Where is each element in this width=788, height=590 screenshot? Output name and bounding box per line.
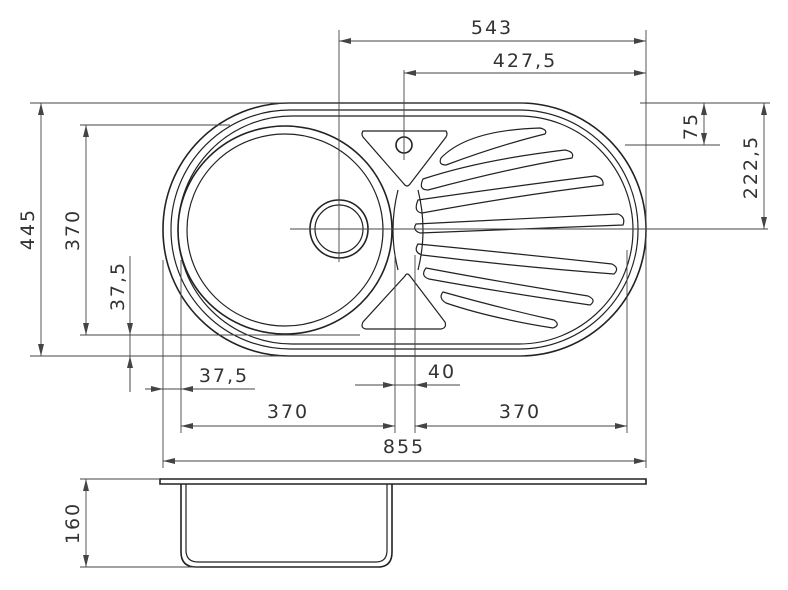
drainer-groove	[440, 291, 558, 329]
arrow	[415, 382, 427, 388]
arrow	[634, 38, 646, 44]
arrow	[634, 458, 646, 464]
arrow	[615, 423, 627, 429]
arrow	[38, 344, 44, 356]
drainer-grooves	[414, 127, 625, 329]
arrow	[761, 217, 767, 229]
arrow	[761, 103, 767, 115]
bowl-outer	[177, 125, 393, 335]
arrow	[151, 386, 163, 392]
dim-label-40: 40	[428, 361, 456, 383]
dim-label-75: 75	[680, 112, 702, 140]
dim-label-370-left: 370	[267, 401, 309, 423]
sink-plan-view	[162, 70, 768, 357]
arrow	[181, 386, 193, 392]
arrow	[181, 423, 193, 429]
arrow	[127, 356, 133, 368]
dim-label-37-vertical: 37,5	[107, 261, 129, 311]
dim-label-445: 445	[17, 208, 39, 250]
arrow	[701, 133, 707, 145]
dim-label-37-horizontal: 37,5	[199, 365, 249, 387]
arrow	[383, 382, 395, 388]
dimension-lines	[30, 30, 770, 568]
drainer-groove	[415, 243, 618, 275]
sink-outer-rim	[162, 102, 647, 357]
dim-label-543: 543	[471, 17, 513, 39]
side-bowl	[180, 484, 393, 568]
dim-label-222: 222,5	[740, 135, 762, 199]
bowl-inner	[186, 133, 384, 327]
arrow	[83, 323, 89, 335]
center-divider	[392, 189, 399, 271]
arrow	[634, 70, 646, 76]
dim-label-370-vertical: 370	[62, 209, 84, 251]
arrow	[83, 125, 89, 137]
arrow	[83, 555, 89, 567]
dim-label-427: 427,5	[493, 50, 557, 72]
arrow	[701, 103, 707, 115]
drainer-groove	[420, 149, 574, 191]
arrow	[83, 479, 89, 491]
arrow	[339, 38, 351, 44]
side-rim	[159, 478, 647, 485]
drainer-groove	[414, 213, 625, 234]
sink-side-view	[159, 478, 647, 568]
center-divider-2	[417, 189, 424, 271]
drainer-groove	[439, 127, 547, 166]
drainer-groove	[423, 267, 594, 306]
arrow	[127, 323, 133, 335]
arrow	[163, 458, 175, 464]
side-bowl-inner	[185, 484, 388, 563]
tap-deck	[361, 130, 448, 187]
arrow	[415, 423, 427, 429]
dimension-labels: 543 427,5 855 370 370 37,5 40 445 370 37…	[17, 17, 762, 544]
arrow	[383, 423, 395, 429]
arrow	[404, 70, 416, 76]
dim-label-370-right: 370	[499, 401, 541, 423]
arrow	[38, 103, 44, 115]
bottom-deck	[361, 273, 447, 330]
sink-inner-rim	[170, 109, 639, 350]
dim-label-160: 160	[62, 502, 84, 544]
dim-label-855: 855	[383, 436, 425, 458]
drainer-groove	[415, 175, 604, 214]
